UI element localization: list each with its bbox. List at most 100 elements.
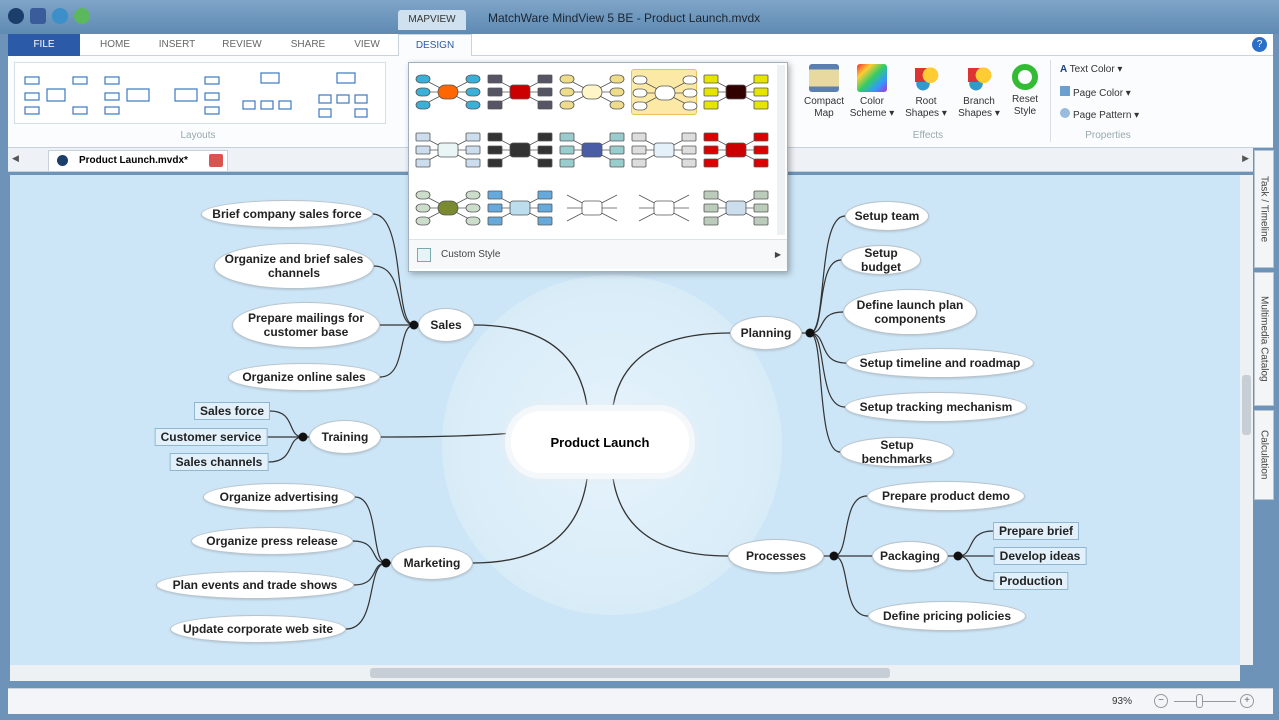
root-topic[interactable]: Product Launch — [511, 411, 689, 473]
subtopic[interactable]: Define launch plan components — [843, 289, 977, 335]
subtopic[interactable]: Organize advertising — [203, 483, 355, 511]
style-thumbnail[interactable] — [559, 127, 625, 173]
layouts-group-label: Layouts — [180, 130, 216, 141]
style-thumbnail[interactable] — [487, 69, 553, 115]
color-scheme-button[interactable]: Color Scheme ▾ — [848, 64, 896, 120]
scroll-thumb[interactable] — [1242, 375, 1251, 435]
style-thumbnail[interactable] — [559, 185, 625, 231]
compact-map-button[interactable]: Compact Map — [804, 64, 844, 120]
scroll-thumb[interactable] — [370, 668, 890, 678]
subtopic-box[interactable]: Production — [993, 572, 1069, 590]
subtopic[interactable]: Define pricing policies — [868, 601, 1026, 631]
layout-thumbnails[interactable] — [15, 63, 387, 125]
topic-packaging[interactable]: Packaging — [872, 541, 948, 571]
junction-dot[interactable] — [953, 551, 963, 561]
branch-shapes-button[interactable]: Branch Shapes ▾ — [954, 64, 1004, 120]
tab-review[interactable]: REVIEW — [222, 39, 262, 50]
style-thumbnail[interactable] — [487, 185, 553, 231]
subtopic[interactable]: Plan events and trade shows — [156, 571, 354, 599]
subtopic[interactable]: Setup budget — [841, 245, 921, 275]
reset-style-button[interactable]: Reset Style — [1006, 64, 1044, 118]
scroll-left-icon[interactable]: ◀ — [12, 153, 19, 163]
style-thumbnail[interactable] — [631, 127, 697, 173]
side-tab-multimedia-catalog[interactable]: Multimedia Catalog — [1254, 272, 1274, 406]
topic-processes[interactable]: Processes — [728, 539, 824, 573]
subtopic[interactable]: Setup tracking mechanism — [845, 392, 1027, 422]
custom-style-menu-item[interactable]: Custom Style ▶ — [409, 239, 787, 269]
horizontal-scrollbar[interactable] — [10, 665, 1240, 681]
side-tab-calculation[interactable]: Calculation — [1254, 410, 1274, 500]
zoom-slider[interactable] — [1174, 701, 1236, 702]
subtopic[interactable]: Setup timeline and roadmap — [846, 348, 1034, 378]
style-thumbnail[interactable] — [487, 127, 553, 173]
subtopic[interactable]: Setup benchmarks — [840, 437, 954, 467]
subtopic-box[interactable]: Prepare brief — [992, 522, 1080, 540]
redo-icon[interactable] — [74, 8, 90, 24]
page-color-button[interactable]: Page Color ▾ — [1060, 86, 1131, 100]
document-icon — [57, 155, 68, 166]
main-connector — [611, 332, 731, 415]
root-shapes-button[interactable]: Root Shapes ▾ — [902, 64, 950, 120]
junction-dot[interactable] — [298, 432, 308, 442]
subtopic[interactable]: Brief company sales force — [201, 200, 373, 228]
app-logo-icon[interactable] — [8, 8, 24, 24]
subtopic-box[interactable]: Sales force — [193, 402, 271, 420]
zoom-out-icon[interactable]: − — [1154, 694, 1168, 708]
subtopic-box[interactable]: Develop ideas — [993, 547, 1087, 565]
close-tab-icon[interactable] — [209, 154, 223, 167]
style-thumbnail[interactable] — [631, 185, 697, 231]
connector — [268, 436, 304, 463]
ribbon-tabs: FILE HOME INSERT REVIEW SHARE VIEW DESIG… — [8, 34, 1273, 56]
tab-file[interactable]: FILE — [8, 34, 80, 56]
subtopic[interactable]: Update corporate web site — [170, 615, 346, 643]
style-thumbnail[interactable] — [415, 69, 481, 115]
save-icon[interactable] — [30, 8, 46, 24]
subtopic[interactable]: Prepare mailings for customer base — [232, 302, 380, 348]
connector — [957, 530, 993, 557]
style-thumbnail[interactable] — [703, 185, 769, 231]
vertical-scrollbar[interactable] — [1240, 175, 1253, 665]
subtopic[interactable]: Organize and brief sales channels — [214, 243, 374, 289]
style-thumbnail[interactable] — [415, 127, 481, 173]
style-thumbnail[interactable] — [703, 127, 769, 173]
gallery-scrollbar[interactable] — [777, 65, 785, 235]
side-tab-task-timeline[interactable]: Task / Timeline — [1254, 150, 1274, 268]
style-thumbnail[interactable] — [415, 185, 481, 231]
window-title: MatchWare MindView 5 BE - Product Launch… — [488, 11, 761, 25]
subtopic[interactable]: Setup team — [845, 201, 929, 231]
tab-home[interactable]: HOME — [100, 39, 130, 50]
topic-planning[interactable]: Planning — [730, 316, 802, 350]
submenu-arrow-icon: ▶ — [774, 250, 781, 259]
color-scheme-icon — [857, 64, 887, 92]
document-tab[interactable]: Product Launch.mvdx* — [48, 150, 228, 171]
tab-view[interactable]: VIEW — [354, 39, 380, 50]
undo-icon[interactable] — [52, 8, 68, 24]
topic-marketing[interactable]: Marketing — [391, 546, 473, 580]
style-thumbnail[interactable] — [559, 69, 625, 115]
subtopic[interactable]: Prepare product demo — [867, 481, 1025, 511]
page-pattern-button[interactable]: Page Pattern ▾ — [1060, 108, 1139, 122]
subtopic[interactable]: Organize press release — [191, 527, 353, 555]
subtopic[interactable]: Organize online sales — [228, 363, 380, 391]
style-thumbnail[interactable] — [703, 69, 769, 115]
tab-share[interactable]: SHARE — [290, 39, 326, 50]
scroll-right-icon[interactable]: ▶ — [1242, 153, 1249, 163]
help-icon[interactable]: ? — [1252, 37, 1267, 52]
junction-dot[interactable] — [409, 320, 419, 330]
page-color-icon — [1060, 86, 1070, 96]
subtopic-box[interactable]: Sales channels — [169, 453, 269, 471]
quick-access-toolbar — [8, 8, 90, 24]
tab-design[interactable]: DESIGN — [398, 34, 472, 56]
junction-dot[interactable] — [805, 328, 815, 338]
topic-sales[interactable]: Sales — [418, 308, 474, 342]
zoom-in-icon[interactable]: + — [1240, 694, 1254, 708]
subtopic-box[interactable]: Customer service — [154, 428, 268, 446]
junction-dot[interactable] — [381, 558, 391, 568]
junction-dot[interactable] — [829, 551, 839, 561]
style-thumbnail[interactable] — [631, 69, 698, 115]
tab-insert[interactable]: INSERT — [158, 39, 196, 50]
topic-training[interactable]: Training — [309, 420, 381, 454]
branch-shapes-icon — [964, 64, 994, 92]
zoom-slider-thumb[interactable] — [1196, 694, 1203, 708]
text-color-button[interactable]: A Text Color ▾ — [1060, 64, 1123, 75]
